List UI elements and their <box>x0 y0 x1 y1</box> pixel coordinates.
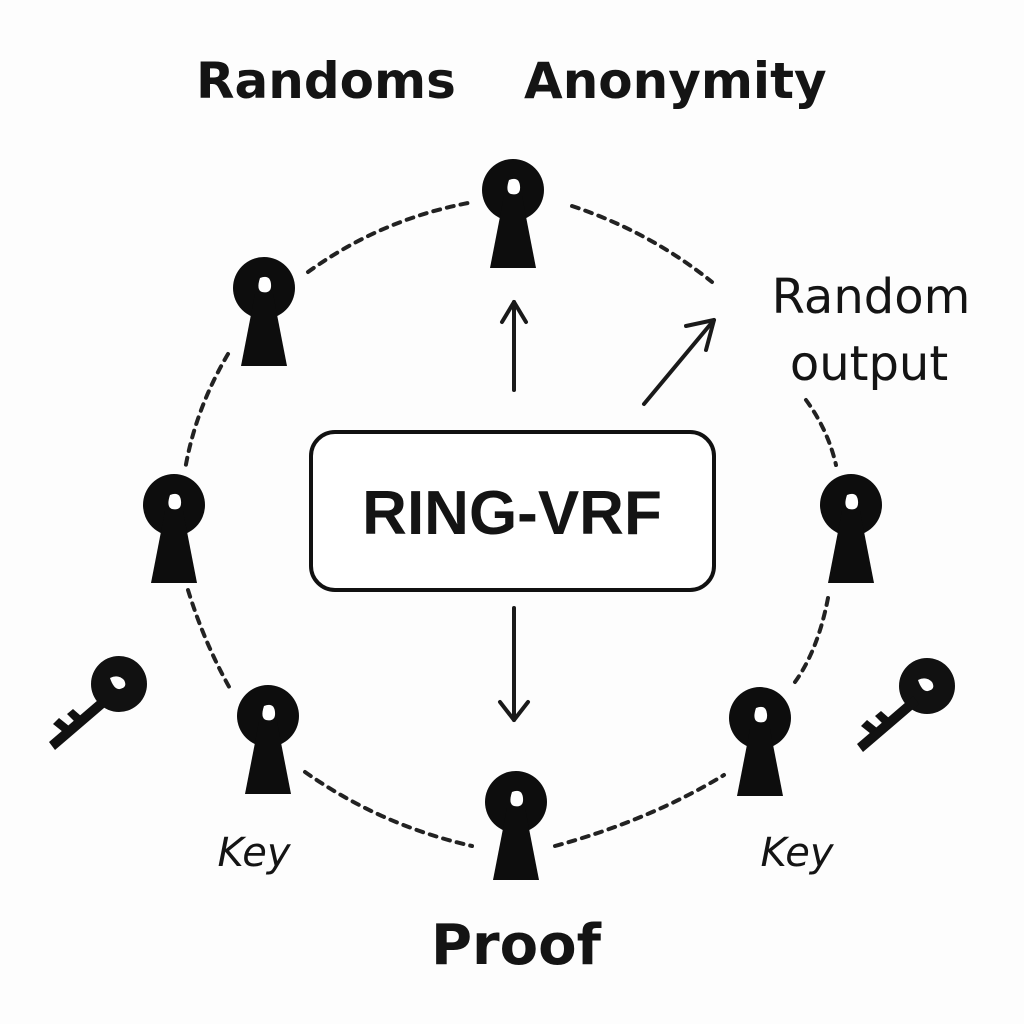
ring-segment-top-left <box>306 201 470 274</box>
keyhole-icon <box>729 687 791 796</box>
keyhole-icon <box>820 474 882 583</box>
output-label-line2: output <box>790 336 948 392</box>
ring-segment-left-upper <box>183 352 230 472</box>
ring-segment-left-lower <box>186 588 234 694</box>
arrow-down <box>498 606 530 722</box>
ring-segment-right-lower <box>793 596 830 684</box>
key-label-right: Key <box>760 830 834 876</box>
ring-vrf-box <box>309 430 716 592</box>
title-anonymity: Anonymity <box>524 52 827 110</box>
key-label-left: Key <box>217 830 291 876</box>
proof-label: Proof <box>431 913 602 978</box>
key-icon <box>49 656 147 750</box>
ring-vrf-label: RING-VRF <box>362 479 662 548</box>
key-icon <box>857 658 955 752</box>
ring-segment-bottom-right <box>553 773 726 848</box>
keyhole-icon <box>485 771 547 880</box>
ring-segment-top-right <box>570 204 714 284</box>
arrow-to-output <box>642 318 716 406</box>
arrow-up <box>500 300 528 392</box>
ring-connections <box>183 201 838 848</box>
output-label-line1: Random <box>772 269 971 325</box>
keyhole-icon <box>233 257 295 366</box>
ring-segment-bottom-left <box>303 770 474 848</box>
ring-segment-right-upper <box>804 398 838 467</box>
title-randoms: Randoms <box>196 52 456 110</box>
keyhole-icon <box>237 685 299 794</box>
keyhole-icon <box>143 474 205 583</box>
keyhole-icon <box>482 159 544 268</box>
